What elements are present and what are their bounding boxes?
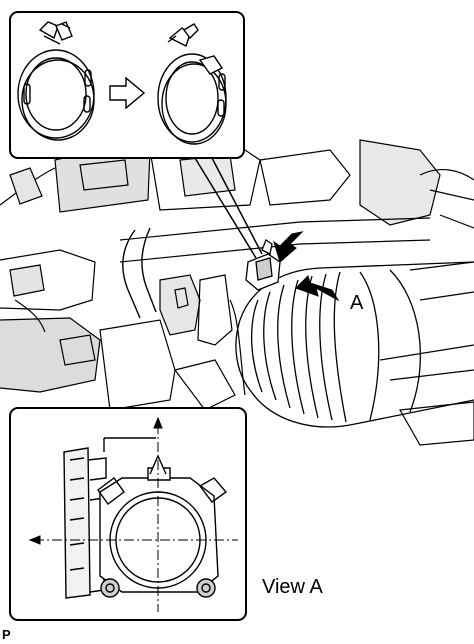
clamp-detail-callout [9, 11, 263, 259]
center-line-markers [28, 416, 238, 612]
inset-caption: View A [262, 576, 323, 598]
air-intake-hose [235, 261, 474, 428]
pointer-arrow-icon [273, 231, 340, 302]
engine-bay-illustration [0, 139, 474, 446]
hose-clamp-installed [245, 239, 281, 291]
figure-code: P [2, 627, 11, 642]
hose-clamp-open-icon [157, 23, 227, 145]
view-arrow-label: A [350, 292, 364, 314]
hose-clamp-closed-icon [17, 21, 95, 141]
direction-arrow-icon [109, 76, 146, 110]
